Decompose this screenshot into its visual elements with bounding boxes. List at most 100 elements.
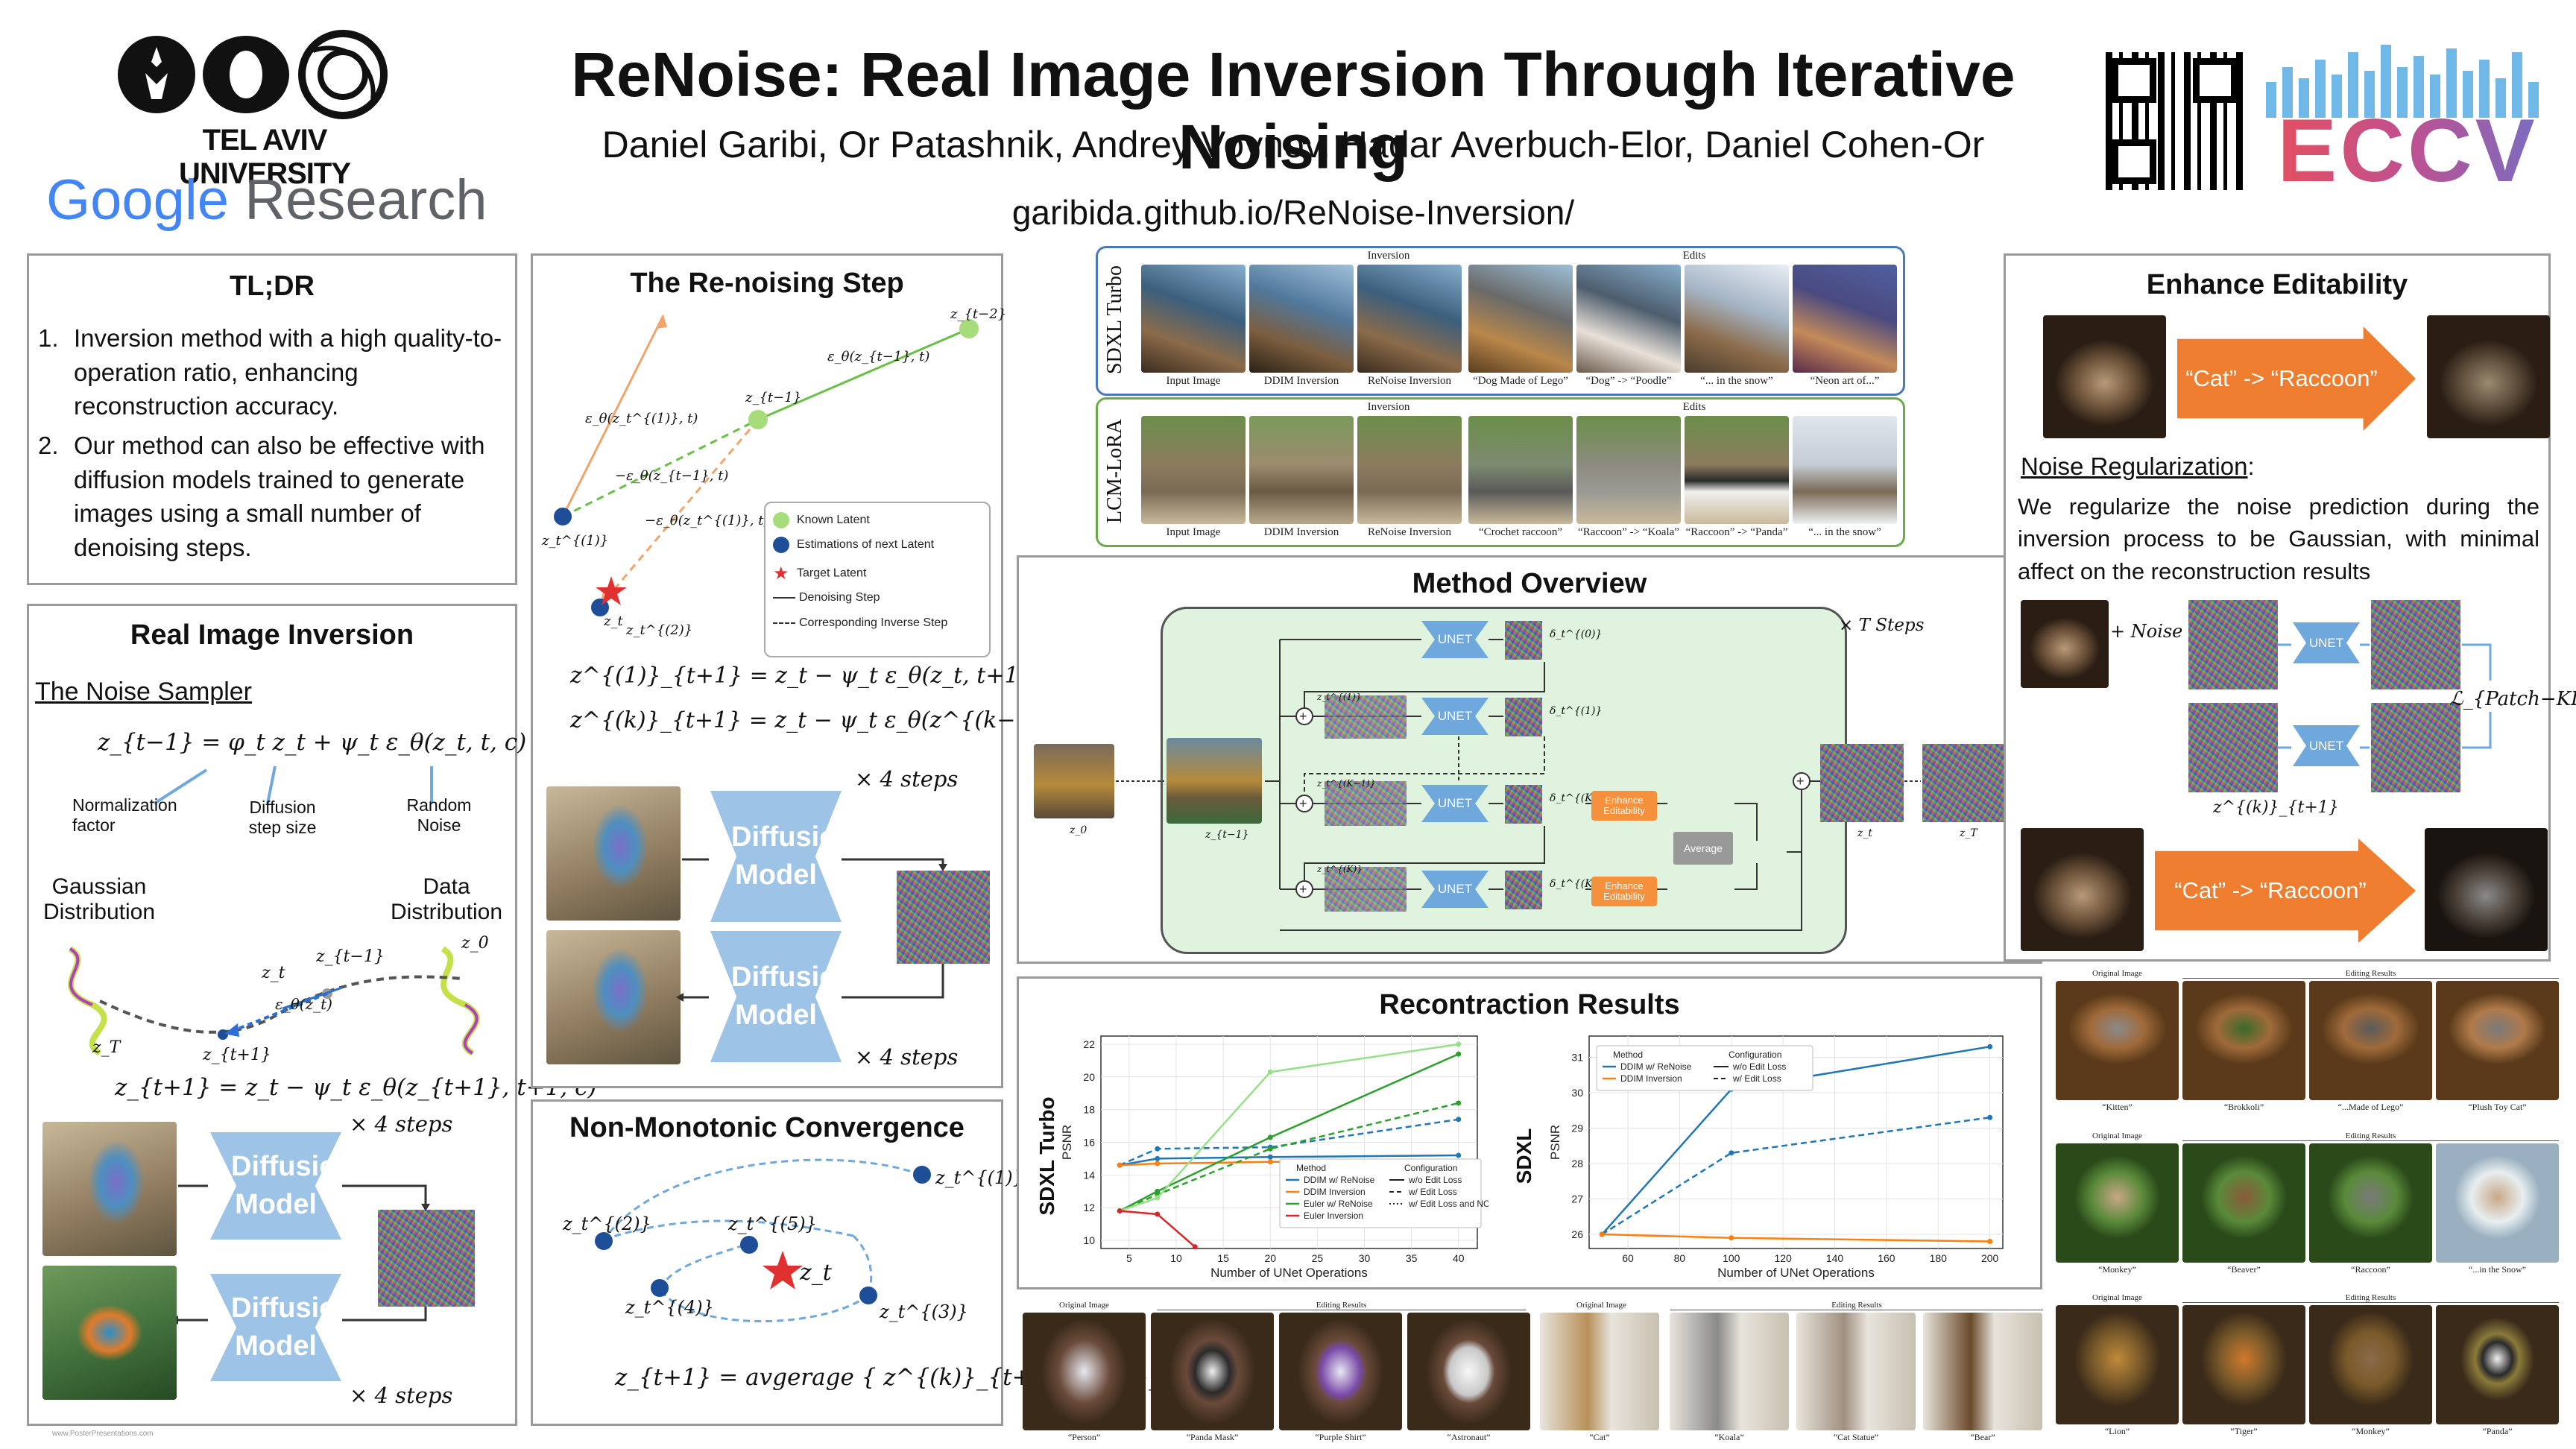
kitten-cap-2: “Brokkoli” <box>2223 1102 2264 1112</box>
y-tick-label: 16 <box>1083 1137 1095 1149</box>
lbl-z1: z_t^{(1)} <box>542 533 609 549</box>
renoise-noise <box>897 871 990 964</box>
lion-cap-2: “Tiger” <box>2230 1426 2258 1436</box>
monkey-img-4 <box>2436 1143 2559 1263</box>
lbl-ztm1: z_{t−1} <box>745 390 802 405</box>
renoise-steps-bottom: × 4 steps <box>855 1044 959 1070</box>
bird-image-1 <box>42 1122 177 1256</box>
research-word: Research <box>244 168 487 232</box>
sdxl-img-2 <box>1249 265 1354 373</box>
monkey-img-1 <box>2056 1143 2179 1263</box>
noise-pred-2 <box>2371 703 2460 792</box>
lion-img-3 <box>2309 1305 2432 1424</box>
lcm-cap-1: Input Image <box>1166 526 1221 538</box>
y-tick-label: 28 <box>1571 1158 1583 1169</box>
monkey-cap-4: “...in the Snow” <box>2469 1264 2526 1275</box>
kitten-editing: Editing Results <box>2182 969 2559 979</box>
data-point <box>1456 1041 1462 1047</box>
y-tick-label: 14 <box>1083 1169 1095 1181</box>
x-tick-label: 180 <box>1930 1252 1948 1264</box>
person-cap-4: “Astronaut” <box>1447 1432 1491 1442</box>
monkey-cap-1: “Monkey” <box>2098 1264 2136 1275</box>
sdxl-label: SDXL Turbo <box>1103 265 1126 375</box>
label-eps: ε_θ(z_t) <box>275 995 332 1013</box>
cat-grid: Original Image Editing Results “Cat” “Ko… <box>1540 1301 2047 1446</box>
real-inversion-title: Real Image Inversion <box>130 619 414 651</box>
legend-config-title: Configuration <box>1729 1049 1781 1060</box>
lcm-img-6 <box>1685 416 1789 524</box>
lcm-img-5 <box>1576 416 1681 524</box>
lbl-e2: ε_θ(z_t^{(1)}, t) <box>585 411 698 426</box>
y-tick-label: 20 <box>1083 1071 1095 1083</box>
label-random-noise: Random Noise <box>406 795 472 835</box>
tau-logo-text: TEL AVIV UNIVERSITY <box>178 124 351 190</box>
y-tick-label: 31 <box>1571 1052 1583 1064</box>
monkey-editing: Editing Results <box>2182 1131 2559 1141</box>
x-tick-label: 60 <box>1622 1252 1634 1264</box>
cat-to-raccoon-arrow-1: “Cat” -> “Raccoon” <box>2177 326 2416 431</box>
eccv-logo: ECCV <box>2258 37 2557 195</box>
cat-to-raccoon-arrow-2: “Cat” -> “Raccoon” <box>2155 839 2416 943</box>
legend-config-entry: w/o Edit Loss <box>1408 1175 1462 1185</box>
poster-authors: Daniel Garibi, Or Patashnik, Andrey Voyn… <box>602 124 1985 165</box>
sdxl-cap-1: Input Image <box>1166 375 1221 387</box>
zkm1-img <box>1325 781 1407 826</box>
zk-img <box>1325 867 1407 912</box>
method-ztm1: z_{t−1} <box>1205 829 1249 841</box>
sdxl-img-1 <box>1141 265 1246 373</box>
lbl-d1: δ_t^{(1)} <box>1550 705 1603 717</box>
lcm-cap-6: “Raccoon” -> “Panda” <box>1685 526 1788 538</box>
poster-title: ReNoise: Real Image Inversion Through It… <box>571 40 2015 182</box>
project-url[interactable]: garibida.github.io/ReNoise-Inversion/ <box>1011 193 1575 232</box>
kitten-cap-4: “Plush Toy Cat” <box>2468 1102 2527 1112</box>
enhance-title: Enhance Editability <box>2146 269 2408 300</box>
label-data: Data Distribution <box>390 874 503 924</box>
monkey-cap-2: “Beaver” <box>2227 1264 2261 1275</box>
sdxl-img-7 <box>1793 265 1897 373</box>
x-tick-label: 15 <box>1217 1252 1229 1264</box>
average-block: Average <box>1673 832 1733 865</box>
steps-label-bottom: × 4 steps <box>350 1383 453 1408</box>
data-point <box>1117 1208 1123 1214</box>
cat-original: Original Image <box>1576 1301 1626 1310</box>
x-tick-label: 160 <box>1878 1252 1895 1264</box>
data-point <box>1987 1044 1993 1049</box>
sdxl-img-4 <box>1468 265 1573 373</box>
label-zt: z_t <box>262 964 285 982</box>
legend-method-entry: DDIM w/ ReNoise <box>1304 1175 1375 1185</box>
renoise-panel: The Re-noising Step z_{t−2} z_{t−1} ε_θ(… <box>531 253 1226 1088</box>
delta-0-img <box>1505 621 1542 660</box>
label-ztm1: z_{t−1} <box>316 947 385 966</box>
label-zt1: z_{t+1} <box>203 1046 271 1064</box>
qr-code[interactable] <box>2106 52 2244 190</box>
data-point <box>1987 1239 1993 1244</box>
renoise-bird-2 <box>546 930 681 1064</box>
person-img-2 <box>1151 1313 1274 1430</box>
data-point <box>1456 1100 1462 1106</box>
lcm-img-4 <box>1468 416 1573 524</box>
data-point <box>1267 1159 1273 1165</box>
data-point <box>1267 1134 1273 1140</box>
tldr-item-1: 1. Inversion method with a high quality-… <box>38 324 502 420</box>
legend-known: Known Latent <box>797 514 870 527</box>
sdxl-grid: SDXL Turbo Inversion Edits Input Image D… <box>1096 246 1905 396</box>
google-research-logo: Google Research <box>46 168 487 233</box>
data-point <box>1456 1117 1462 1123</box>
legend-inverse: Corresponding Inverse Step <box>799 616 948 629</box>
lcm-cap-7: “... in the snow” <box>1808 526 1881 538</box>
monkey-original: Original Image <box>2092 1131 2142 1140</box>
sdxl-cap-3: ReNoise Inversion <box>1367 375 1452 387</box>
label-arrows <box>153 765 433 805</box>
legend-target: Target Latent <box>797 566 867 580</box>
cat-output-1 <box>2427 315 2550 438</box>
monkey-cap-3: “Raccoon” <box>2351 1264 2390 1275</box>
cat-editing: Editing Results <box>1670 1301 2043 1310</box>
legend-method-entry: Euler w/ ReNoise <box>1304 1199 1373 1209</box>
data-point <box>1456 1152 1462 1158</box>
lbl-z2: z_t^{(2)} <box>626 622 693 638</box>
label-step-size: Diffusion step size <box>248 798 317 837</box>
legend-config-entry: w/ Edit Loss <box>1732 1073 1781 1084</box>
person-img-3 <box>1279 1313 1402 1430</box>
x-tick-label: 35 <box>1406 1252 1418 1264</box>
series-line <box>1119 1043 1459 1212</box>
